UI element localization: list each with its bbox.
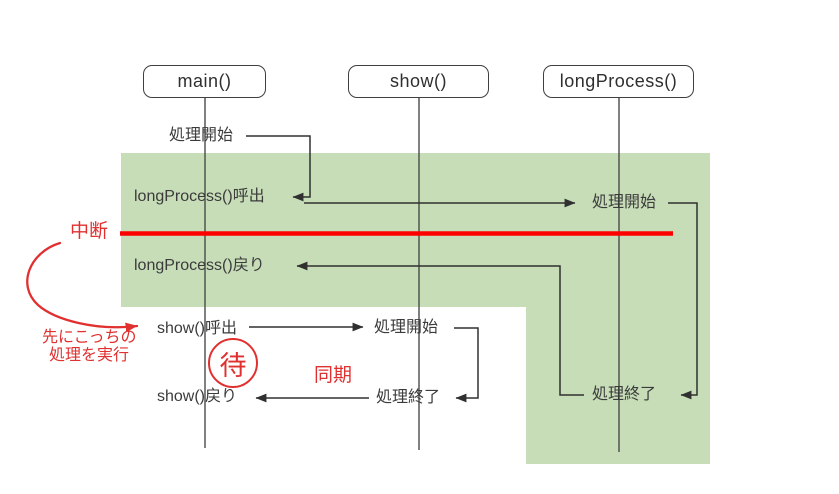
note-text-line2: 処理を実行 bbox=[49, 347, 130, 364]
label-longprocess-process-start: 処理開始 bbox=[592, 194, 657, 211]
label-main-process-start: 処理開始 bbox=[169, 127, 234, 144]
actor-label-main: main() bbox=[177, 71, 232, 91]
arrow-main-start-to-lpcall bbox=[246, 135, 311, 202]
actor-box-show: show() bbox=[348, 65, 489, 98]
wait-stamp-circle: 待 bbox=[208, 338, 258, 388]
label-longprocess-call: longProcess()呼出 bbox=[134, 188, 265, 205]
label-longprocess-return: longProcess()戻り bbox=[134, 257, 265, 274]
actor-box-longprocess: longProcess() bbox=[543, 65, 694, 98]
wait-stamp-label: 待 bbox=[219, 350, 247, 381]
label-show-return: show()戻り bbox=[157, 388, 238, 405]
highlight-region-top bbox=[121, 153, 710, 307]
actor-box-main: main() bbox=[143, 65, 266, 98]
actor-label-longprocess: longProcess() bbox=[559, 71, 678, 91]
highlight-region-bottom bbox=[526, 307, 710, 464]
note-curve-arrow bbox=[26, 241, 139, 333]
label-show-call: show()呼出 bbox=[157, 320, 238, 337]
label-interrupt: 中断 bbox=[70, 221, 109, 242]
arrow-lp-end-to-lp-return bbox=[296, 261, 584, 396]
label-show-process-end: 処理終了 bbox=[376, 389, 441, 406]
label-show-process-start: 処理開始 bbox=[374, 319, 439, 336]
label-longprocess-process-end: 処理終了 bbox=[592, 386, 657, 403]
actor-label-show: show() bbox=[389, 71, 447, 91]
arrow-lp-start-to-lp-end bbox=[668, 202, 698, 400]
label-sync: 同期 bbox=[314, 365, 353, 386]
note-text-line1: 先にこっちの bbox=[42, 329, 137, 346]
arrow-show-start-to-show-end bbox=[454, 327, 479, 403]
